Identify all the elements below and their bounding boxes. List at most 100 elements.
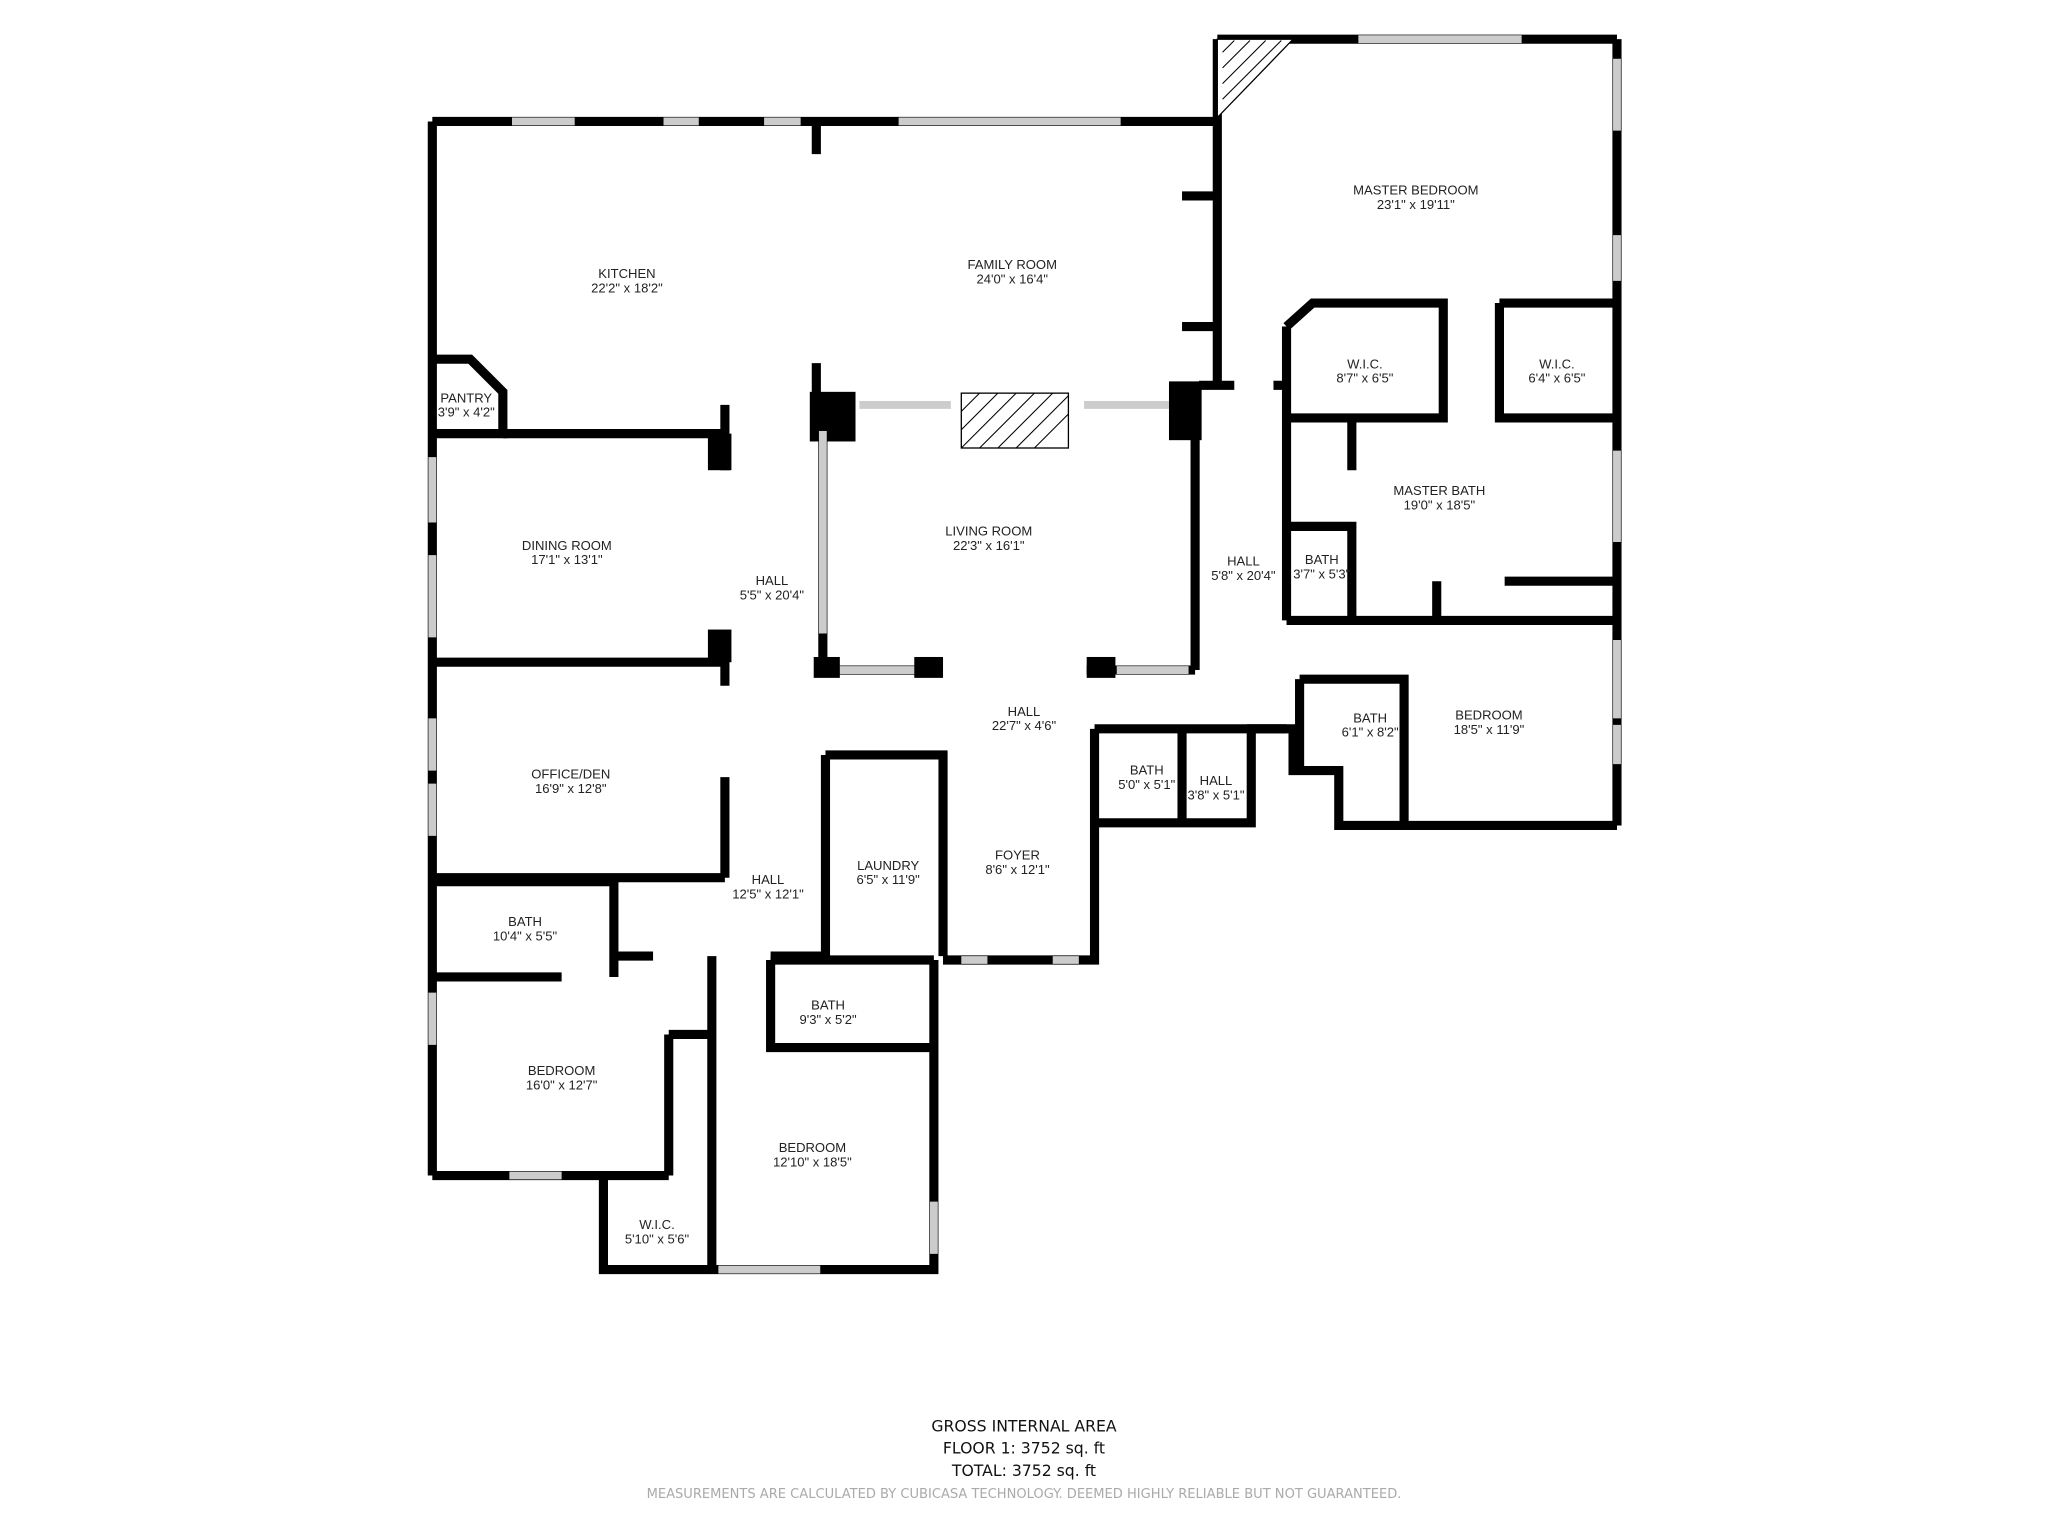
room-name: W.I.C. [1347, 356, 1383, 371]
windows [428, 35, 1621, 1274]
wall [1299, 674, 1409, 826]
room-name: HALL [1200, 773, 1233, 788]
column [813, 656, 840, 678]
room-dim: 23'1" x 19'11" [1377, 197, 1455, 212]
room-name: FAMILY ROOM [968, 257, 1057, 272]
walls [427, 34, 1622, 1275]
room-name: MASTER BEDROOM [1353, 183, 1478, 198]
room-dim: 3'7" x 5'3" [1293, 567, 1350, 582]
room-dim: 12'10" x 18'5" [773, 1154, 852, 1169]
room-name: BATH [508, 914, 542, 929]
wall [825, 750, 948, 957]
room-dim: 6'4" x 6'5" [1528, 371, 1585, 386]
room-name: BEDROOM [779, 1140, 846, 1155]
wall [943, 728, 1100, 965]
wall [1094, 724, 1617, 831]
room-dim: 6'5" x 11'9" [856, 872, 920, 887]
area-total: TOTAL: 3752 sq. ft [951, 1461, 1096, 1480]
wall [432, 354, 508, 439]
room-dim: 22'3" x 16'1" [953, 538, 1025, 553]
room-name: FOYER [995, 847, 1040, 862]
column [1086, 656, 1116, 678]
room-name: BATH [1130, 763, 1164, 778]
room-dim: 10'4" x 5'5" [493, 928, 558, 943]
area-title: GROSS INTERNAL AREA [931, 1417, 1116, 1436]
room-name: DINING ROOM [522, 538, 612, 553]
column [707, 433, 732, 471]
room-name: BATH [811, 998, 845, 1013]
disclaimer: MEASUREMENTS ARE CALCULATED BY CUBICASA … [647, 1487, 1402, 1502]
room-name: LIVING ROOM [945, 524, 1032, 539]
room-wic-2: W.I.C.6'4" x 6'5" [1528, 356, 1585, 385]
room-dim: 16'9" x 12'8" [535, 781, 607, 796]
wall [766, 959, 934, 1053]
room-dim: 18'5" x 11'9" [1454, 722, 1525, 737]
room-name: OFFICE/DEN [531, 766, 610, 781]
room-dim: 16'0" x 12'7" [526, 1077, 598, 1092]
room-dim: 5'5" x 20'4" [740, 588, 805, 603]
wall [432, 877, 619, 977]
column [914, 656, 944, 678]
room-name: HALL [1008, 704, 1041, 719]
room-dim: 9'3" x 5'2" [800, 1012, 857, 1027]
room-name: BATH [1353, 710, 1387, 725]
area-floor: FLOOR 1: 3752 sq. ft [943, 1439, 1105, 1458]
room-dim: 5'10" x 5'6" [625, 1231, 690, 1246]
column [809, 391, 856, 442]
room-name: BATH [1305, 552, 1339, 567]
room-name: BEDROOM [1455, 708, 1522, 723]
room-name: MASTER BATH [1393, 483, 1485, 498]
room-name: HALL [1227, 554, 1260, 569]
room-dim: 22'2" x 18'2" [591, 281, 663, 296]
room-dim: 22'7" x 4'6" [992, 718, 1057, 733]
room-dim: 12'5" x 12'1" [732, 887, 804, 902]
room-dim: 19'0" x 18'5" [1404, 497, 1476, 512]
room-name: PANTRY [440, 390, 492, 405]
column [1168, 381, 1202, 441]
fireplace-icon [960, 38, 1295, 449]
room-wic-3: W.I.C.5'10" x 5'6" [625, 1217, 690, 1246]
room-dim: 5'0" x 5'1" [1118, 777, 1175, 792]
room-name: W.I.C. [639, 1217, 675, 1232]
room-dim: 3'8" x 5'1" [1187, 787, 1244, 802]
wall [1283, 298, 1448, 423]
room-wic-1: W.I.C.8'7" x 6'5" [1336, 356, 1393, 385]
room-name: HALL [752, 872, 785, 887]
room-dim: 17'1" x 13'1" [531, 552, 603, 567]
room-dim: 24'0" x 16'4" [976, 271, 1048, 286]
room-dim: 8'7" x 6'5" [1336, 371, 1393, 386]
wall [1286, 521, 1357, 621]
room-name: W.I.C. [1539, 356, 1575, 371]
room-name: LAUNDRY [857, 858, 919, 873]
room-dim: 6'1" x 8'2" [1342, 725, 1399, 740]
wall [1494, 303, 1617, 423]
room-name: KITCHEN [598, 266, 655, 281]
room-name: HALL [756, 573, 789, 588]
room-name: BEDROOM [528, 1063, 595, 1078]
room-dim: 3'9" x 4'2" [438, 405, 495, 420]
area-summary: GROSS INTERNAL AREA FLOOR 1: 3752 sq. ft… [647, 1417, 1402, 1503]
room-dim: 5'8" x 20'4" [1211, 568, 1276, 583]
